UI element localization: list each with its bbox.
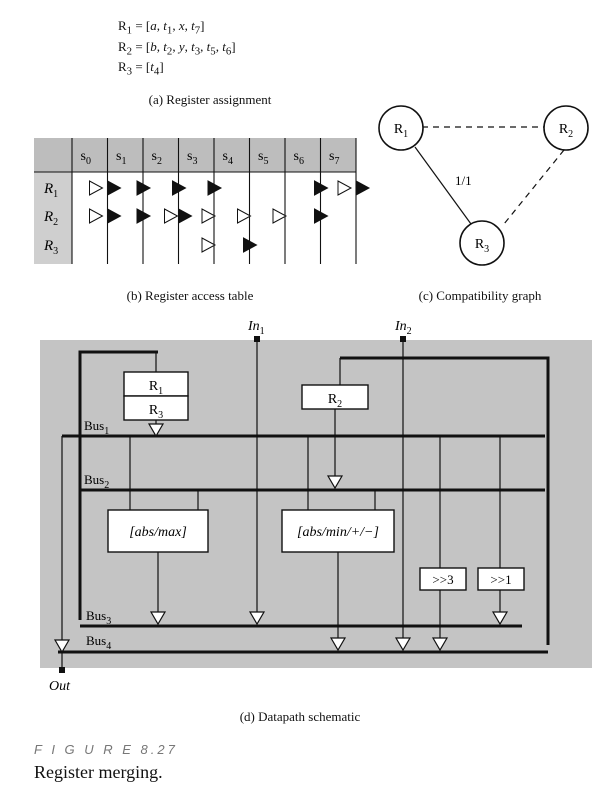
r2-buffer bbox=[326, 475, 344, 490]
shift1-buffer bbox=[491, 611, 509, 626]
state-header-s1: s1 bbox=[116, 149, 126, 167]
node-r3-label: R3 bbox=[475, 237, 489, 255]
write-access-mark bbox=[107, 208, 122, 224]
shift3-label: >>3 bbox=[432, 572, 453, 587]
out-pin bbox=[59, 667, 65, 673]
write-access-mark bbox=[355, 180, 371, 196]
state-header-s6: s6 bbox=[294, 149, 304, 167]
read-access-mark bbox=[89, 180, 104, 196]
r2-equation: R2 = [b, t2, y, t3, t5, t6] bbox=[118, 38, 236, 58]
unit2-buffer bbox=[329, 637, 347, 652]
node-r2 bbox=[543, 105, 589, 151]
caption-d: (d) Datapath schematic bbox=[239, 709, 361, 724]
in2-buffer bbox=[394, 637, 412, 652]
bus3-label: Bus3 bbox=[86, 608, 111, 627]
read-access-mark bbox=[201, 208, 217, 224]
shift1-label: >>1 bbox=[490, 572, 511, 587]
unit-abs-max-label: [abs/max] bbox=[129, 525, 187, 540]
write-access-mark bbox=[207, 180, 223, 196]
state-header-s0: s0 bbox=[81, 149, 91, 167]
table-grid bbox=[34, 138, 357, 264]
shift3-buffer bbox=[431, 637, 449, 652]
datapath-schematic: R1 R3 R2 [abs/max] [abs/min/+/−] >>3 bbox=[40, 319, 592, 694]
write-access-mark bbox=[314, 180, 329, 196]
caption-c: (c) Compatibility graph bbox=[418, 288, 542, 303]
r1r3-buffer bbox=[147, 423, 165, 438]
node-r1-label: R1 bbox=[394, 122, 408, 140]
state-header-s3: s3 bbox=[187, 149, 197, 167]
figure-number: F I G U R E 8.27 bbox=[34, 742, 178, 757]
reg-r3-label: R3 bbox=[149, 403, 163, 421]
access-marks bbox=[89, 180, 371, 253]
row-label-r1: R1 bbox=[43, 181, 58, 200]
register-assignment: R1 = [a, t1, x, t7] R2 = [b, t2, y, t3, … bbox=[118, 18, 236, 80]
read-access-mark bbox=[272, 208, 288, 224]
shift3-box bbox=[419, 567, 467, 591]
write-access-mark bbox=[136, 208, 152, 224]
in2-label: In2 bbox=[394, 319, 412, 337]
write-access-mark bbox=[136, 180, 152, 196]
caption-b: (b) Register access table bbox=[126, 288, 254, 303]
node-r2-label: R2 bbox=[559, 122, 573, 140]
figure-title: Register merging. bbox=[34, 762, 163, 782]
in1-label: In1 bbox=[247, 319, 265, 337]
read-access-mark bbox=[201, 237, 217, 253]
in1-pin bbox=[254, 336, 260, 342]
state-headers: s0 s1 s2 s3 s4 s5 s6 s7 bbox=[81, 149, 340, 167]
state-header-s4: s4 bbox=[223, 149, 233, 167]
write-access-mark bbox=[314, 208, 329, 224]
reg-r1-label: R1 bbox=[149, 379, 163, 397]
out-buffer bbox=[53, 639, 71, 654]
row-label-r2: R2 bbox=[43, 209, 58, 228]
unit1-buffer bbox=[149, 611, 167, 626]
bus4-label: Bus4 bbox=[86, 633, 111, 652]
state-header-s5: s5 bbox=[258, 149, 268, 167]
node-r1 bbox=[378, 105, 424, 151]
out-label: Out bbox=[49, 679, 71, 694]
edge-r2-r3 bbox=[503, 149, 565, 225]
write-access-mark bbox=[107, 180, 122, 196]
state-header-s7: s7 bbox=[329, 149, 339, 167]
r1-return-wire bbox=[78, 350, 158, 620]
state-header-s2: s2 bbox=[152, 149, 162, 167]
bus1-label: Bus1 bbox=[84, 418, 109, 437]
unit-abs-min-label: [abs/min/+/−] bbox=[297, 525, 379, 540]
in2-pin bbox=[400, 336, 406, 342]
read-access-mark bbox=[337, 180, 353, 196]
read-access-mark bbox=[237, 208, 252, 224]
r3-equation: R3 = [t4] bbox=[118, 59, 164, 78]
read-access-mark bbox=[164, 208, 179, 224]
reg-r3-box bbox=[123, 395, 189, 421]
row-label-r3: R3 bbox=[43, 238, 58, 257]
shift1-box bbox=[477, 567, 525, 591]
read-access-mark bbox=[89, 208, 104, 224]
edge-weight-label: 1/1 bbox=[455, 173, 472, 188]
unit-abs-min-add-sub bbox=[281, 509, 395, 553]
r2-return-wire bbox=[340, 356, 550, 645]
caption-a: (a) Register assignment bbox=[148, 92, 272, 107]
reg-r2-label: R2 bbox=[328, 392, 342, 410]
bus2-label: Bus2 bbox=[84, 472, 109, 491]
r1-equation: R1 = [a, t1, x, t7] bbox=[118, 18, 205, 37]
edge-r1-r3 bbox=[414, 146, 472, 225]
compatibility-graph: R1 R2 R3 1/1 bbox=[378, 105, 589, 266]
in1-buffer bbox=[248, 611, 266, 626]
write-access-mark bbox=[178, 208, 193, 224]
node-r3 bbox=[459, 220, 505, 266]
write-access-mark bbox=[172, 180, 187, 196]
write-access-mark bbox=[243, 237, 258, 253]
